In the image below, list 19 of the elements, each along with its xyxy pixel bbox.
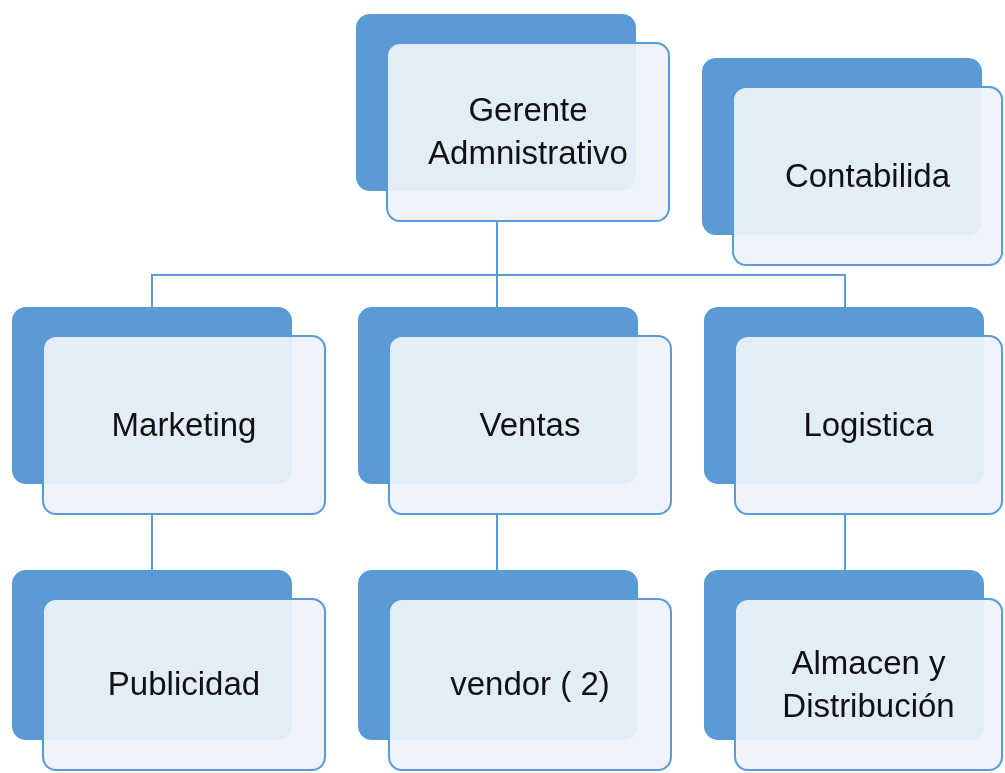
connector-line	[496, 514, 498, 571]
box-label: vendor ( 2)	[449, 664, 611, 705]
box-label: Almacen y Distribución	[781, 642, 956, 726]
box-label: Publicidad	[106, 664, 262, 705]
box-label: Marketing	[110, 404, 258, 445]
org-box	[12, 307, 326, 515]
org-box	[704, 570, 1003, 771]
org-box	[358, 307, 672, 515]
org-box	[356, 14, 670, 222]
org-box	[704, 307, 1003, 515]
box-label: Logistica	[802, 404, 935, 445]
connector-line	[151, 514, 153, 571]
box-label: Ventas	[478, 404, 582, 445]
box-label: Contabilida	[783, 155, 952, 196]
org-box	[358, 570, 672, 771]
box-label: Gerente Admnistrativo	[427, 90, 629, 173]
org-box	[702, 58, 1003, 266]
org-box	[12, 570, 326, 771]
connector-line	[844, 514, 846, 571]
